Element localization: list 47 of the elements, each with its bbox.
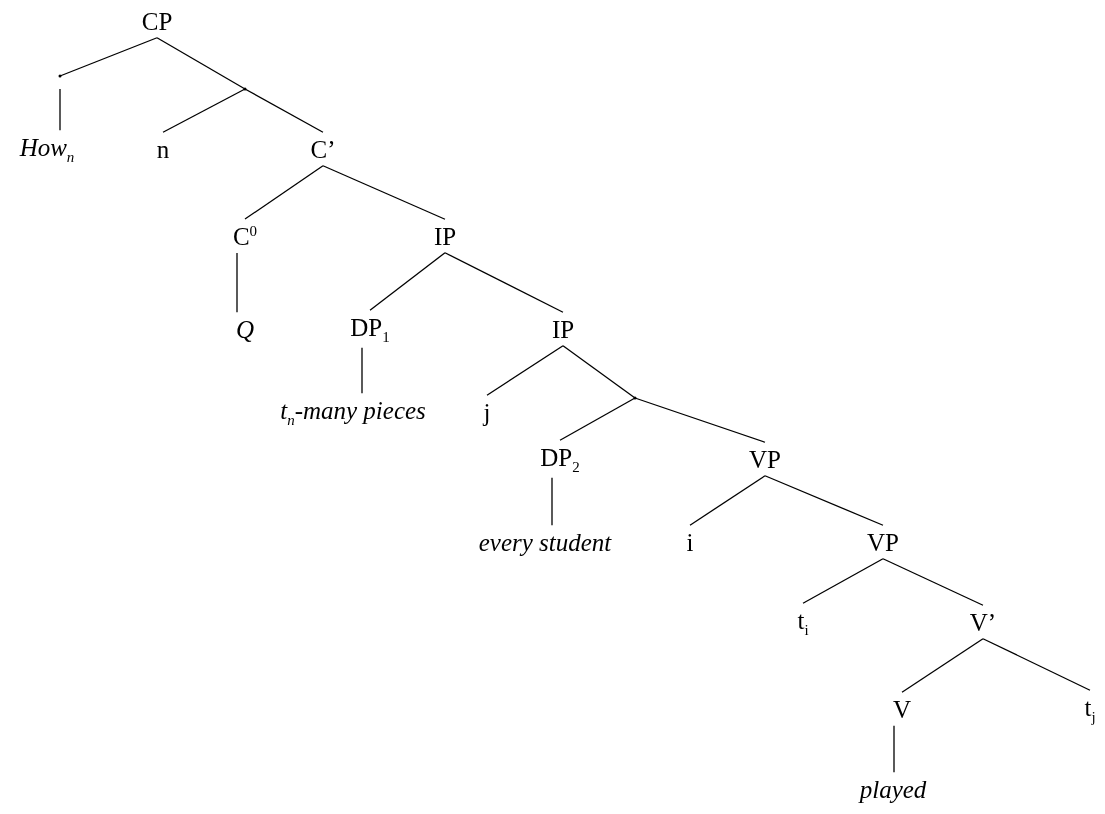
category-label: CP	[141, 8, 173, 36]
category-label: VP	[867, 529, 899, 557]
category-label: n	[156, 136, 170, 164]
branch-point	[58, 74, 62, 78]
category-label: j	[483, 399, 491, 427]
category-label: DP$_{2}$	[540, 444, 580, 476]
category-label: t$_{i}$	[797, 607, 809, 639]
branch-line	[361, 347, 363, 394]
branch-line	[562, 345, 636, 399]
category-label: DP$_{1}$	[350, 314, 390, 346]
branch-line	[156, 37, 246, 90]
category-label: C’	[310, 136, 336, 164]
branch-line	[634, 397, 766, 443]
branch-line	[764, 475, 884, 526]
branch-line	[551, 477, 553, 526]
branch-line	[689, 475, 766, 526]
branch-point	[243, 87, 247, 91]
category-label: V’	[969, 609, 997, 637]
word-label: played	[859, 776, 927, 804]
category-label: C$^{0}$	[232, 223, 258, 251]
branch-line	[162, 88, 246, 133]
category-label: V	[892, 696, 912, 724]
word-label: every student	[478, 529, 612, 557]
branch-line	[893, 725, 895, 773]
category-label: i	[686, 529, 694, 557]
branch-point	[633, 396, 637, 400]
branch-line	[244, 88, 324, 133]
branch-line	[982, 638, 1091, 691]
branch-line	[882, 558, 984, 606]
branch-line	[59, 37, 158, 77]
category-label: VP	[749, 446, 781, 474]
branch-line	[802, 558, 884, 604]
branch-line	[369, 252, 446, 311]
branch-line	[322, 165, 446, 220]
branch-line	[244, 165, 324, 220]
category-label: IP	[433, 223, 457, 251]
category-label: t$_{j}$	[1084, 694, 1096, 726]
branch-line	[236, 252, 238, 313]
word-label: How$_{n}$	[19, 134, 75, 166]
category-label: IP	[551, 316, 575, 344]
word-label: Q	[235, 316, 255, 344]
branch-line	[486, 345, 564, 396]
branch-line	[901, 638, 984, 693]
branch-line	[59, 88, 61, 131]
branch-line	[559, 397, 636, 441]
word-label: t$_{n}$-many pieces	[280, 397, 426, 429]
branch-line	[444, 252, 564, 313]
